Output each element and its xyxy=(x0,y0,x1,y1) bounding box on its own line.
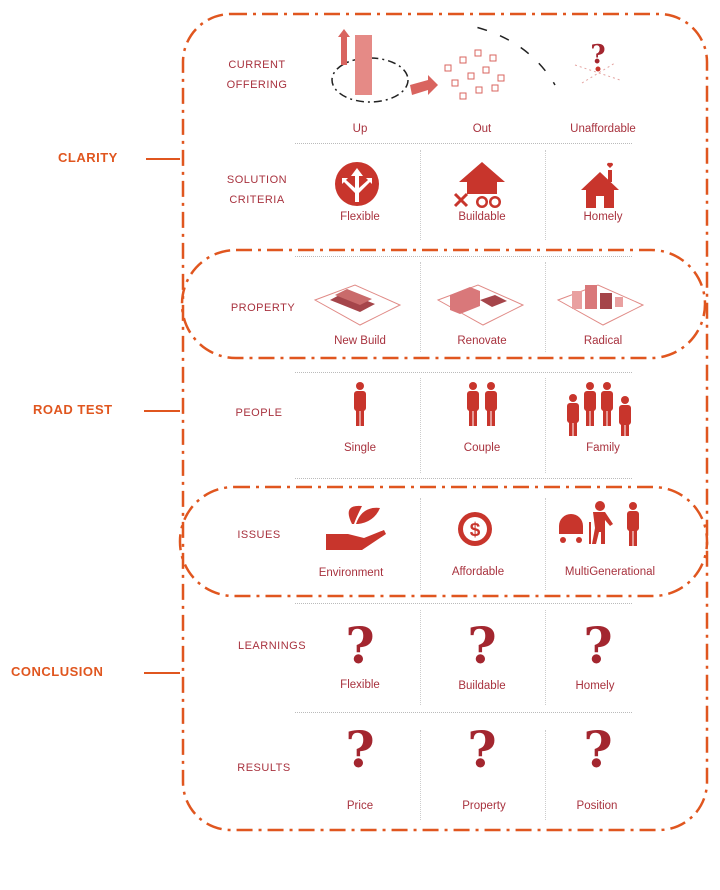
tower-up-icon xyxy=(331,29,409,103)
stage-conclusion: CONCLUSION xyxy=(11,664,104,679)
radical-icon xyxy=(556,284,645,326)
current-offering-illustrations: ? xyxy=(331,25,621,103)
row-divider xyxy=(295,372,632,373)
question-mark-icon: ? xyxy=(583,616,613,675)
caption-renovate: Renovate xyxy=(457,335,507,347)
column-divider xyxy=(545,730,546,820)
renovate-icon xyxy=(436,284,525,326)
multigenerational-family-icon xyxy=(559,501,639,546)
column-divider xyxy=(420,498,421,590)
stage-connector xyxy=(146,158,180,160)
caption-flexible-learning: Flexible xyxy=(340,679,380,691)
row-divider xyxy=(295,712,632,713)
new-build-icon xyxy=(313,284,402,326)
row-label-property: PROPERTY xyxy=(230,302,296,314)
caption-single: Single xyxy=(344,442,376,454)
stage-clarity: CLARITY xyxy=(58,150,118,165)
row-divider xyxy=(295,143,632,144)
caption-new-build: New Build xyxy=(334,335,386,347)
flexible-arrows-icon xyxy=(335,162,379,206)
caption-price: Price xyxy=(346,800,374,812)
caption-radical: Radical xyxy=(583,335,623,347)
question-mark-icon: ? xyxy=(574,40,621,84)
couple-icon xyxy=(467,382,497,426)
row-label-solution-criteria: SOLUTION CRITERIA xyxy=(226,174,288,206)
row-divider xyxy=(295,478,632,479)
property-highlight-frame xyxy=(180,248,707,360)
svg-text:$: $ xyxy=(470,520,481,541)
row-divider xyxy=(295,256,632,257)
caption-up: Up xyxy=(352,123,368,135)
stage-connector xyxy=(144,672,180,674)
question-mark-icon: ? xyxy=(345,616,375,675)
issues-highlight-frame xyxy=(178,485,709,598)
caption-property: Property xyxy=(462,800,506,812)
caption-multigenerational: MultiGenerational xyxy=(564,566,656,578)
column-divider xyxy=(545,610,546,705)
question-mark-icon: ? xyxy=(467,720,497,779)
single-person-icon xyxy=(354,382,366,426)
property-illustrations xyxy=(313,284,645,326)
column-divider xyxy=(420,378,421,473)
caption-homely: Homely xyxy=(583,211,623,223)
column-divider xyxy=(545,378,546,473)
buildable-house-tools-icon xyxy=(453,162,505,208)
question-mark-icon: ? xyxy=(467,616,497,675)
caption-couple: Couple xyxy=(463,442,501,454)
column-divider xyxy=(545,150,546,240)
caption-buildable-learning: Buildable xyxy=(458,680,506,692)
caption-position: Position xyxy=(576,800,618,812)
caption-homely-learning: Homely xyxy=(575,680,615,692)
caption-environment: Environment xyxy=(318,567,384,579)
caption-out: Out xyxy=(472,123,492,135)
question-mark-icon: ? xyxy=(583,720,613,779)
caption-flexible: Flexible xyxy=(340,211,380,223)
stage-road-test: ROAD TEST xyxy=(33,402,113,417)
column-divider xyxy=(420,150,421,240)
column-divider xyxy=(420,730,421,820)
caption-affordable: Affordable xyxy=(451,566,505,578)
row-divider xyxy=(295,603,632,604)
caption-unaffordable: Unaffordable xyxy=(570,123,636,135)
column-divider xyxy=(420,262,421,352)
column-divider xyxy=(545,498,546,590)
stage-connector xyxy=(144,410,180,412)
row-label-results: RESULTS xyxy=(237,762,291,774)
caption-family: Family xyxy=(586,442,620,454)
row-label-issues: ISSUES xyxy=(237,529,281,541)
homely-house-heart-icon xyxy=(581,162,619,208)
environment-hand-plant-icon xyxy=(326,505,386,550)
svg-text:?: ? xyxy=(590,40,605,70)
sprawl-out-icon xyxy=(410,25,556,100)
column-divider xyxy=(420,610,421,705)
row-label-learnings: LEARNINGS xyxy=(237,640,307,652)
caption-buildable: Buildable xyxy=(458,211,506,223)
column-divider xyxy=(545,262,546,352)
family-icon xyxy=(567,382,631,436)
row-label-current-offering: CURRENT OFFERING xyxy=(226,59,288,91)
row-label-people: PEOPLE xyxy=(235,407,283,419)
affordable-dollar-icon: $ xyxy=(458,512,492,546)
main-frame xyxy=(181,12,709,832)
question-mark-icon: ? xyxy=(345,720,375,779)
